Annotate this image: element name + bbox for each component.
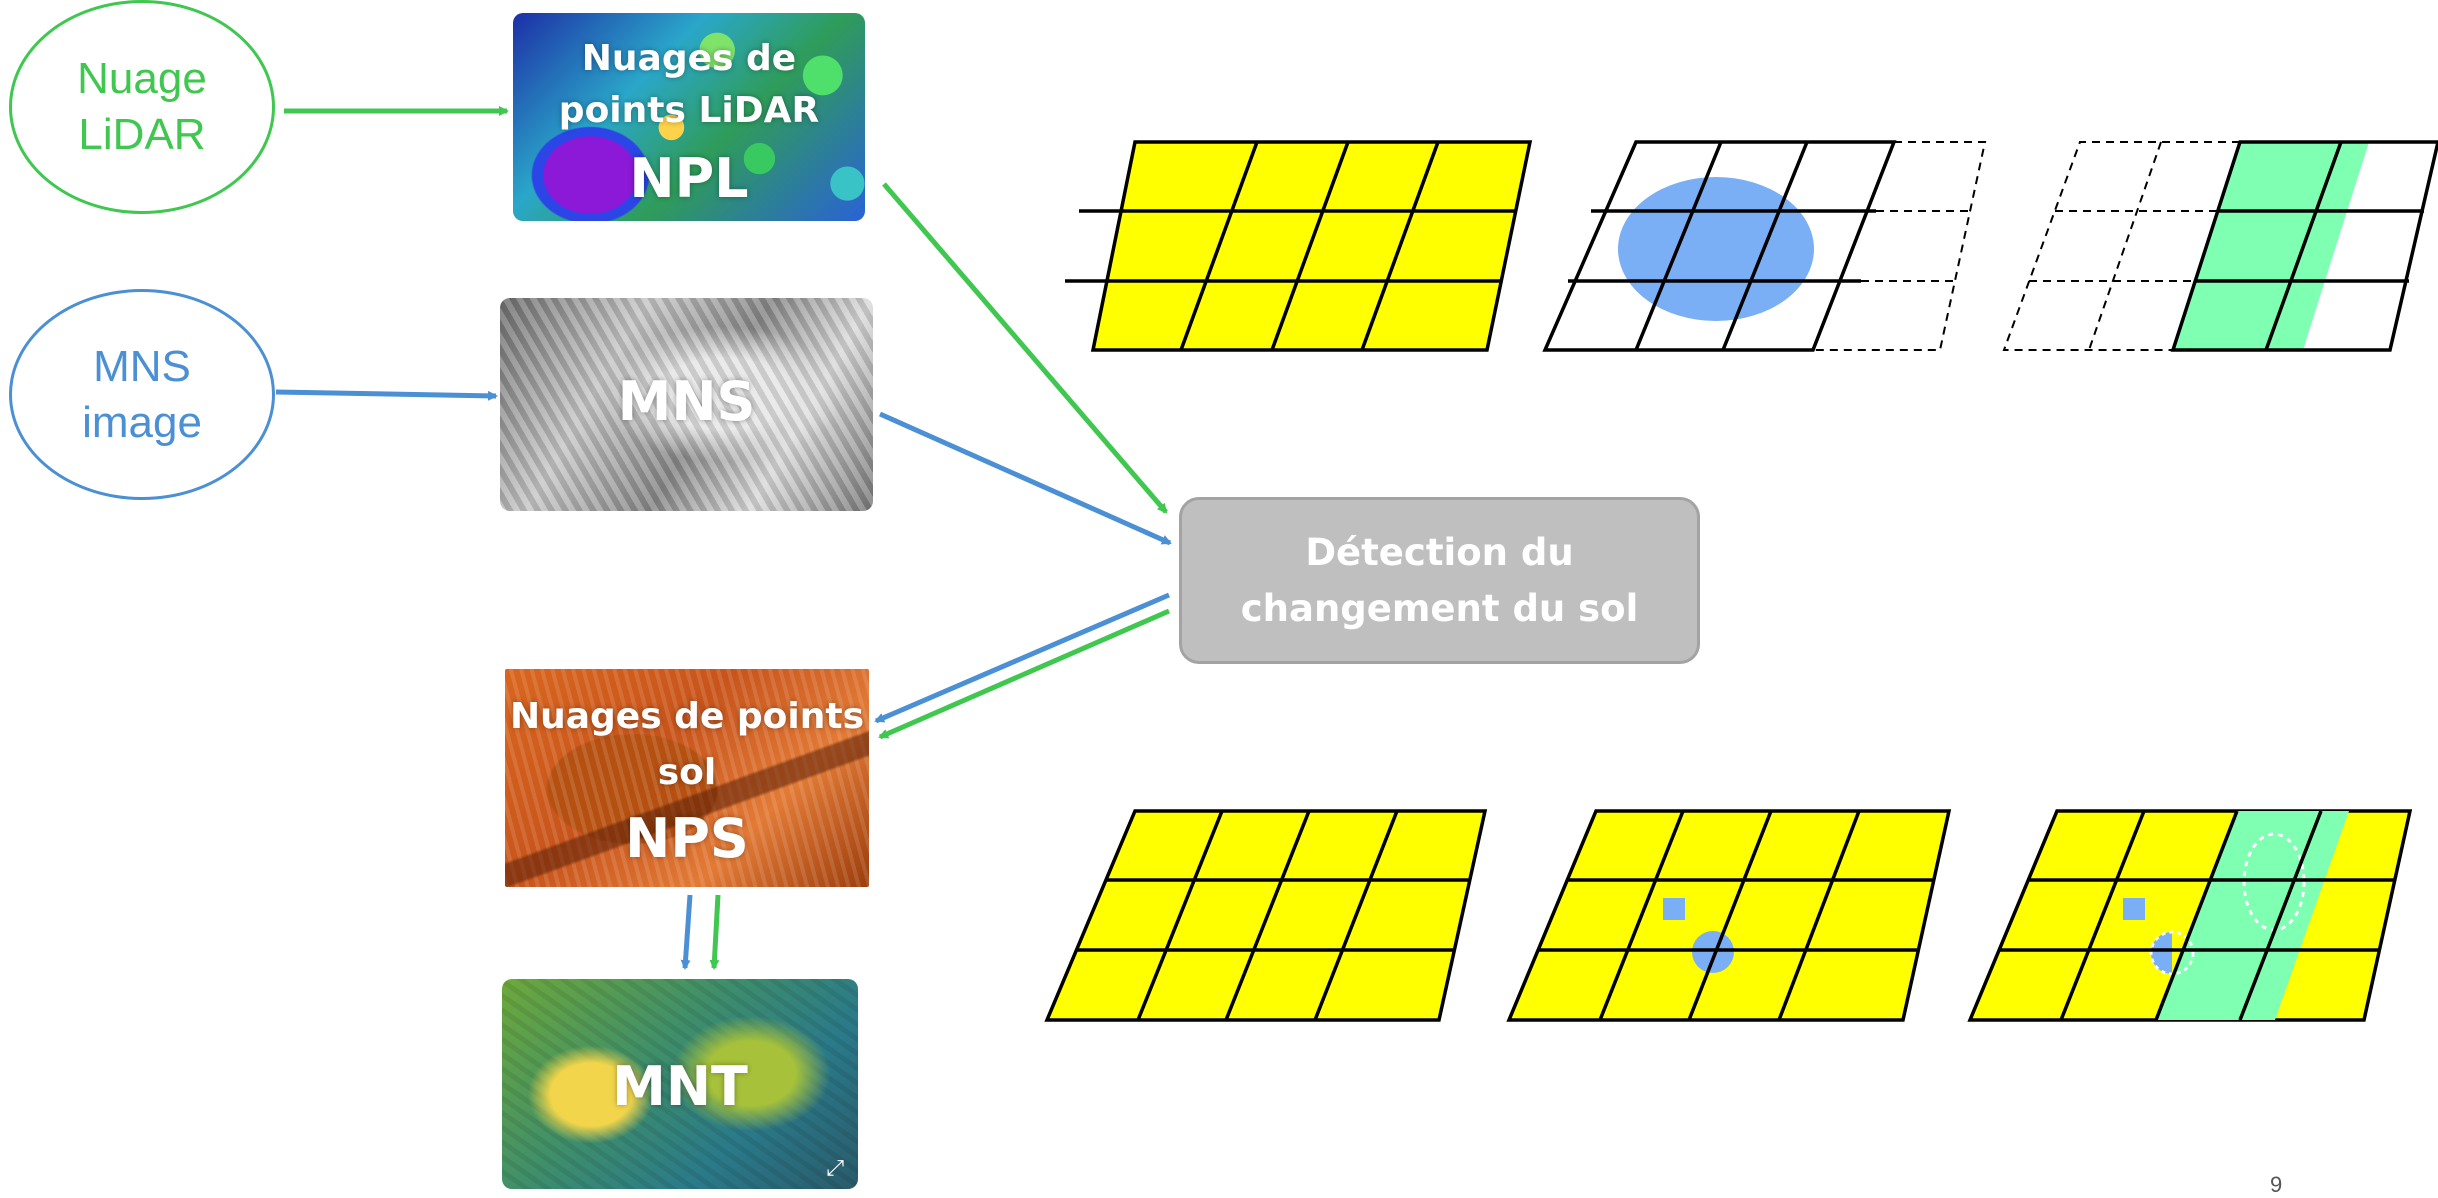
grid-bottom-2 (1506, 809, 1952, 1022)
nps-tile: Nuages de points sol NPS (505, 669, 869, 887)
nps-title-line2: sol (657, 752, 717, 793)
water-square-2 (2123, 898, 2145, 920)
grid-top-3 (2002, 140, 2438, 352)
mns-image-input: MNS image (9, 289, 275, 500)
ground-change-detection-box: Détection du changement du sol (1179, 497, 1700, 664)
process-label-line1: Détection du (1305, 530, 1574, 574)
page-number: 9 (2270, 1172, 2283, 1197)
water-circle (1692, 931, 1734, 973)
arrow-detection-to-nps-green (878, 608, 1170, 740)
mns-abbr: MNS (617, 370, 756, 433)
arrow-npl-to-detection (882, 182, 1168, 514)
mnt-abbr: MNT (612, 1055, 748, 1118)
nps-abbr: NPS (625, 807, 749, 870)
grid-bottom-1 (1044, 809, 1488, 1022)
process-label-line2: changement du sol (1240, 586, 1639, 630)
arrow-mns-image-to-mns (275, 389, 498, 401)
water-square (1663, 898, 1685, 920)
mns-input-label-line2: image (82, 397, 202, 447)
arrow-detection-to-nps-blue (874, 592, 1170, 724)
npl-title-line2: points LiDAR (558, 90, 820, 131)
arrow-nps-to-mnt-green (709, 894, 721, 970)
npl-tile: Nuages de points LiDAR NPL (513, 13, 865, 221)
arrow-nps-to-mnt-blue (680, 894, 693, 970)
mns-tile: MNS (500, 298, 873, 511)
grid-top-2 (1542, 140, 1987, 352)
arrow-mns-to-detection (878, 411, 1172, 546)
grid-top-1 (1065, 140, 1533, 352)
mns-input-label-line1: MNS (93, 341, 191, 391)
lidar-input-label-line2: LiDAR (78, 110, 206, 159)
npl-abbr: NPL (629, 147, 749, 210)
nps-title-line1: Nuages de points (509, 696, 865, 737)
expand-icon: ⤢ (826, 1155, 844, 1180)
grid-bottom-3 (1967, 809, 2413, 1022)
lidar-cloud-input: Nuage LiDAR (9, 0, 275, 214)
lidar-input-label-line1: Nuage (77, 54, 207, 103)
water-ellipse (1618, 177, 1814, 321)
npl-title-line1: Nuages de (581, 38, 797, 79)
mnt-tile: MNT ⤢ (502, 979, 858, 1189)
water-half-circle (2151, 932, 2172, 974)
